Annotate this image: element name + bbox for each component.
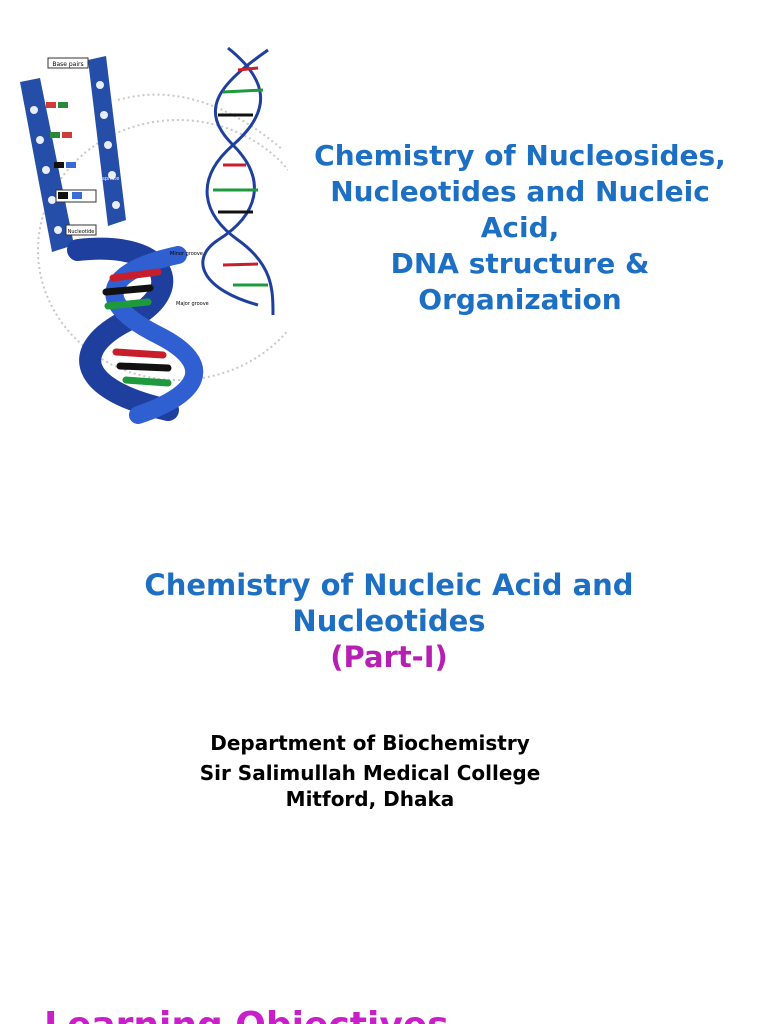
dna-double-helix-thin — [201, 46, 275, 316]
label-nucleotide: Nucleotide — [68, 229, 95, 235]
part-label: (Part-I) — [330, 640, 448, 674]
part-title-line1: Chemistry of Nucleic Acid and — [144, 568, 634, 602]
label-sugar-phosphate: Sugar phosphate — [77, 176, 120, 182]
objectives-slide: Learning Objectives — [0, 990, 768, 1024]
part-title-line2: Nucleotides — [292, 604, 486, 638]
label-major-groove: Major groove — [176, 301, 209, 307]
label-minor-groove: Minor groove — [170, 251, 203, 257]
part-title-slide: Chemistry of Nucleic Acid and Nucleotide… — [0, 520, 768, 920]
dna-coil-strand — [117, 93, 284, 151]
part-title: Chemistry of Nucleic Acid and Nucleotide… — [0, 567, 768, 675]
dna-illustration: Base pairs Hydrogen bonds Nucleotide Sug… — [20, 46, 288, 424]
title-slide: Base pairs Hydrogen bonds Nucleotide Sug… — [0, 0, 768, 450]
slide-title: Chemistry of Nucleosides, Nucleotides an… — [290, 138, 750, 318]
title-line: DNA structure & — [390, 247, 650, 280]
college-name: Sir Salimullah Medical College — [199, 761, 541, 785]
title-line: Nucleotides and Nucleic — [330, 175, 710, 208]
dna-coil-loop — [37, 119, 288, 381]
learning-objectives-heading: Learning Objectives — [44, 1006, 449, 1024]
title-line: Organization — [418, 283, 622, 316]
affiliation-block: Department of Biochemistry Sir Salimulla… — [0, 728, 740, 810]
label-hydrogen-bonds: Hydrogen bonds — [49, 78, 90, 84]
dna-ladder-diagram: Base pairs Hydrogen bonds Nucleotide Sug… — [20, 56, 126, 252]
college-location: Mitford, Dhaka — [285, 787, 455, 811]
label-base-pairs: Base pairs — [52, 61, 83, 68]
title-line: Chemistry of Nucleosides, — [314, 139, 726, 172]
department-name: Department of Biochemistry — [210, 731, 530, 755]
dna-double-helix-large: Minor groove Major groove — [67, 237, 209, 424]
title-line: Acid, — [480, 211, 560, 244]
